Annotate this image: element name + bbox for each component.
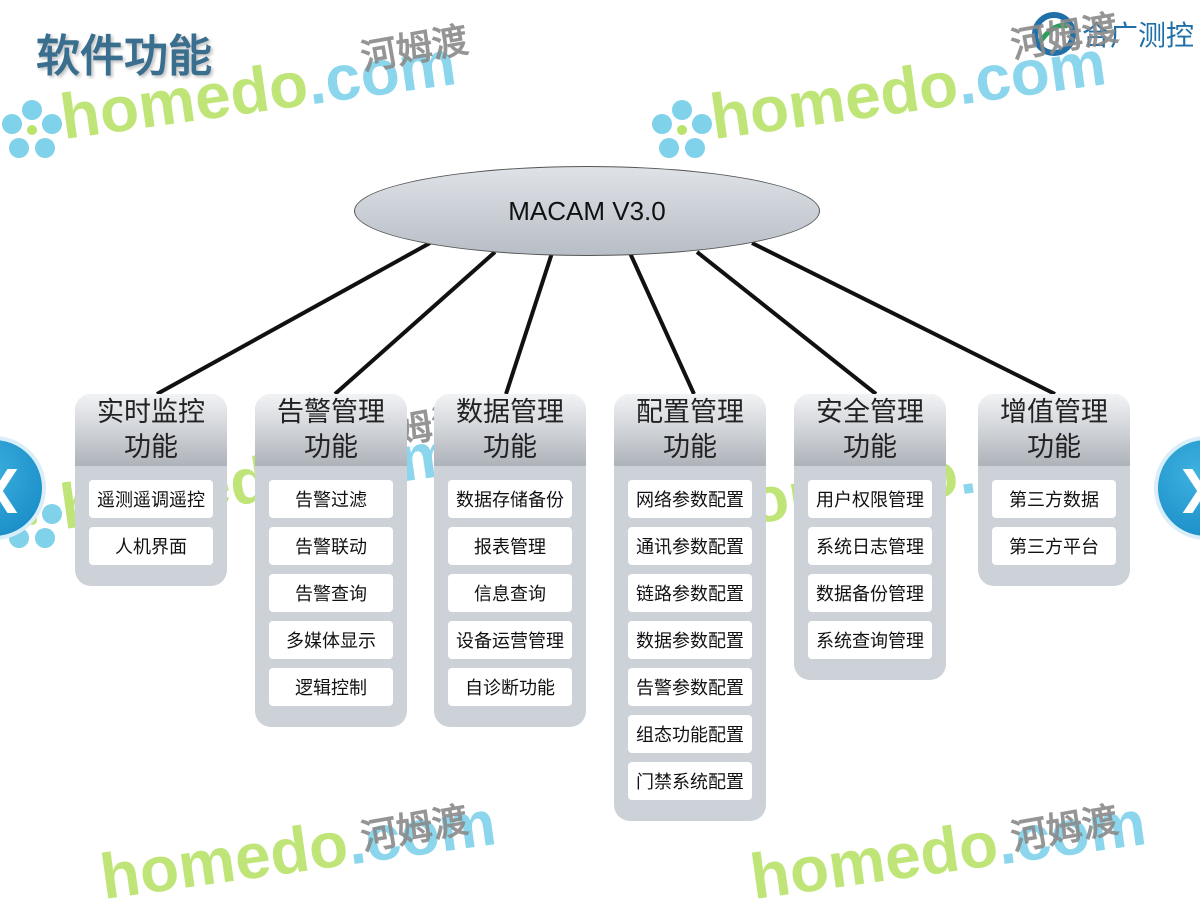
chevron-left-icon: ❮ [0,463,24,514]
connector-line [628,252,696,395]
connector-line [695,250,878,396]
list-item: 网络参数配置 [628,480,752,518]
list-item: 自诊断功能 [448,668,572,706]
list-item: 系统日志管理 [808,527,932,565]
column-header: 告警管理功能 [255,394,407,466]
chevron-right-icon: ❯ [1176,463,1200,514]
list-item: 第三方数据 [992,480,1116,518]
list-item: 数据备份管理 [808,574,932,612]
connector-line [751,241,1056,396]
page-title: 软件功能 [36,31,212,82]
brand-logo-icon [1031,12,1076,56]
column-alarm-management: 告警管理功能 告警过滤 告警联动 告警查询 多媒体显示 逻辑控制 [255,394,407,727]
list-item: 系统查询管理 [808,621,932,659]
list-item: 数据存储备份 [448,480,572,518]
list-item: 报表管理 [448,527,572,565]
list-item: 信息查询 [448,574,572,612]
column-realtime-monitoring: 实时监控功能 遥测遥调遥控 人机界面 [75,394,227,586]
list-item: 链路参数配置 [628,574,752,612]
list-item: 告警参数配置 [628,668,752,706]
column-security-management: 安全管理功能 用户权限管理 系统日志管理 数据备份管理 系统查询管理 [794,394,946,680]
list-item: 告警查询 [269,574,393,612]
column-header: 增值管理功能 [978,394,1130,466]
list-item: 人机界面 [89,527,213,565]
list-item: 门禁系统配置 [628,762,752,800]
column-header: 数据管理功能 [434,394,586,466]
list-item: 设备运营管理 [448,621,572,659]
list-item: 逻辑控制 [269,668,393,706]
column-header: 安全管理功能 [794,394,946,466]
column-header: 配置管理功能 [614,394,766,466]
column-config-management: 配置管理功能 网络参数配置 通讯参数配置 链路参数配置 数据参数配置 告警参数配… [614,394,766,821]
list-item: 遥测遥调遥控 [89,480,213,518]
brand-name: 合广测控 [1081,19,1194,52]
list-item: 数据参数配置 [628,621,752,659]
column-value-added: 增值管理功能 第三方数据 第三方平台 [978,394,1130,586]
list-item: 第三方平台 [992,527,1116,565]
list-item: 告警联动 [269,527,393,565]
list-item: 组态功能配置 [628,715,752,753]
list-item: 告警过滤 [269,480,393,518]
list-item: 用户权限管理 [808,480,932,518]
brand-logo: 合广测控 [1031,12,1194,56]
connector-line [333,250,497,396]
column-data-management: 数据管理功能 数据存储备份 报表管理 信息查询 设备运营管理 自诊断功能 [434,394,586,727]
list-item: 通讯参数配置 [628,527,752,565]
column-header: 实时监控功能 [75,394,227,466]
connector-line [504,252,554,395]
list-item: 多媒体显示 [269,621,393,659]
connector-line [156,241,431,396]
root-node: MACAM V3.0 [354,166,820,256]
